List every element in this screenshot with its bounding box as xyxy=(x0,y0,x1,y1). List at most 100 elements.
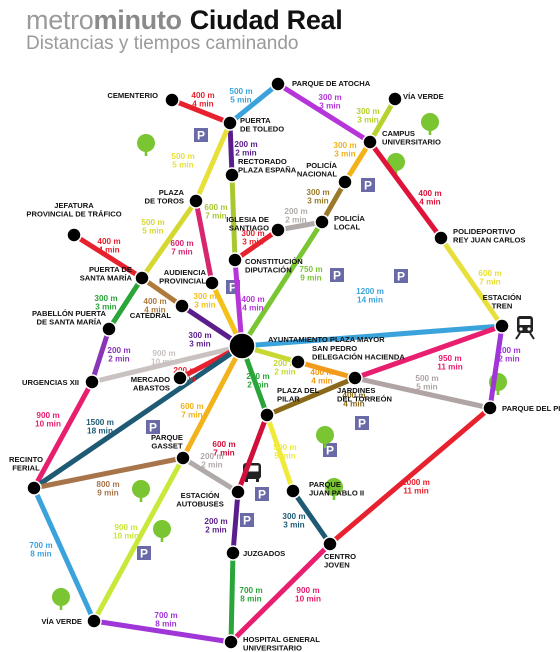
segment-time: 7 min xyxy=(479,278,500,287)
segment-time: 3 min xyxy=(319,102,340,111)
station-cementerio[interactable] xyxy=(164,92,180,108)
station-policia-local[interactable] xyxy=(314,214,330,230)
station-via-verde-sw[interactable] xyxy=(86,613,102,629)
segment-distance: 500 m xyxy=(171,152,194,161)
segment-distance: 500 m xyxy=(415,374,438,383)
station-label-catedral: CATEDRAL xyxy=(130,311,172,320)
route-line-plaza-pilar-parque-jpii xyxy=(264,412,296,494)
station-label-line: SANTA MARÍA xyxy=(80,274,133,283)
segment-distance: 600 m xyxy=(204,203,227,212)
bus-window xyxy=(245,465,259,472)
segment-distance: 900 m xyxy=(296,586,319,595)
station-rectorado[interactable] xyxy=(224,167,240,183)
parking-icon: P xyxy=(323,443,337,458)
segment-distance: 200 m xyxy=(204,517,227,526)
route-line-jefatura-puerta-santa-maria xyxy=(71,232,145,281)
segment-time: 5 min xyxy=(416,383,437,392)
station-label-line: SANTIAGO xyxy=(229,224,269,233)
segment-time: 3 min xyxy=(242,238,263,247)
station-catedral[interactable] xyxy=(174,298,190,314)
station-jefatura[interactable] xyxy=(66,227,82,243)
station-puerta-santa-maria[interactable] xyxy=(134,270,150,286)
station-plaza-toros[interactable] xyxy=(188,193,204,209)
station-campus[interactable] xyxy=(362,134,378,150)
station-label-urgencias: URGENCIAS XII xyxy=(22,378,79,387)
parking-sign xyxy=(146,420,160,434)
segment-distance: 900 m xyxy=(36,411,59,420)
station-estacion-autobuses[interactable] xyxy=(230,484,246,500)
segment-distance: 900 m xyxy=(152,349,175,358)
station-estacion-tren[interactable] xyxy=(494,318,510,334)
station-iglesia-santiago[interactable] xyxy=(270,222,286,238)
parking-icon: P xyxy=(194,128,208,143)
segment-distance: 600 m xyxy=(478,269,501,278)
route-line-plaza-mayor-estacion-tren xyxy=(239,323,505,349)
segment-distance: 200 m xyxy=(173,366,196,375)
station-constitucion[interactable] xyxy=(227,252,243,268)
park-tree-icon xyxy=(421,113,439,135)
station-mercado[interactable] xyxy=(172,370,188,386)
route-line-plaza-mayor-parque-gasset xyxy=(180,343,245,461)
station-polideportivo[interactable] xyxy=(433,230,449,246)
station-juzgados[interactable] xyxy=(225,545,241,561)
route-line-via-verde-sw-parque-gasset xyxy=(91,455,186,624)
segment-distance: 300 m xyxy=(356,107,379,116)
station-via-verde-ne[interactable] xyxy=(387,91,403,107)
station-parque-pilar[interactable] xyxy=(482,400,498,416)
station-label-line: UNIVERSITARIO xyxy=(382,138,441,147)
station-policia-nacional[interactable] xyxy=(337,174,353,190)
station-label-line: PLAZA ESPAÑA xyxy=(238,166,297,175)
station-label-line: RECTORADO xyxy=(238,157,287,166)
station-audiencia[interactable] xyxy=(204,275,220,291)
segment-time: 2 min xyxy=(498,355,519,364)
station-pabellon[interactable] xyxy=(101,321,117,337)
station-label-line: URGENCIAS XII xyxy=(22,378,79,387)
station-san-pedro[interactable] xyxy=(290,354,306,370)
station-plaza-pilar[interactable] xyxy=(259,407,275,423)
segment-time: 10 min xyxy=(35,420,61,429)
station-label-line: REY JUAN CARLOS xyxy=(453,236,525,245)
station-puerta-toledo[interactable] xyxy=(222,115,238,131)
segment-time: 5 min xyxy=(172,161,193,170)
station-label-line: HOSPITAL GENERAL xyxy=(243,635,320,644)
parking-letter: P xyxy=(358,417,366,431)
station-parque-jpii[interactable] xyxy=(285,483,301,499)
tree-crown xyxy=(52,588,70,606)
station-recinto[interactable] xyxy=(26,480,42,496)
station-jardines[interactable] xyxy=(347,370,363,386)
station-label-line: PARQUE xyxy=(151,433,183,442)
segment-time: 8 min xyxy=(30,550,51,559)
station-label-line: RECINTO xyxy=(9,455,43,464)
station-centro-joven[interactable] xyxy=(322,536,338,552)
station-parque-gasset[interactable] xyxy=(175,450,191,466)
station-label-line: CONSTITUCIÓN xyxy=(245,257,303,266)
station-label-line: PARQUE xyxy=(309,480,341,489)
segment-distance: 300 m xyxy=(188,331,211,340)
station-hospital[interactable] xyxy=(223,634,239,650)
station-urgencias[interactable] xyxy=(84,374,100,390)
segment-distance: 300 m xyxy=(282,512,305,521)
station-label-line: PABELLÓN PUERTA xyxy=(32,309,106,318)
station-label-line: PARQUE DE ATOCHA xyxy=(292,79,371,88)
station-plaza-mayor[interactable] xyxy=(228,332,256,360)
bus-wheel xyxy=(256,479,259,482)
station-parque-atocha[interactable] xyxy=(270,76,286,92)
station-label-line: ESTACIÓN xyxy=(483,293,522,302)
parking-sign xyxy=(361,178,375,192)
segment-distance: 200 m xyxy=(200,452,223,461)
